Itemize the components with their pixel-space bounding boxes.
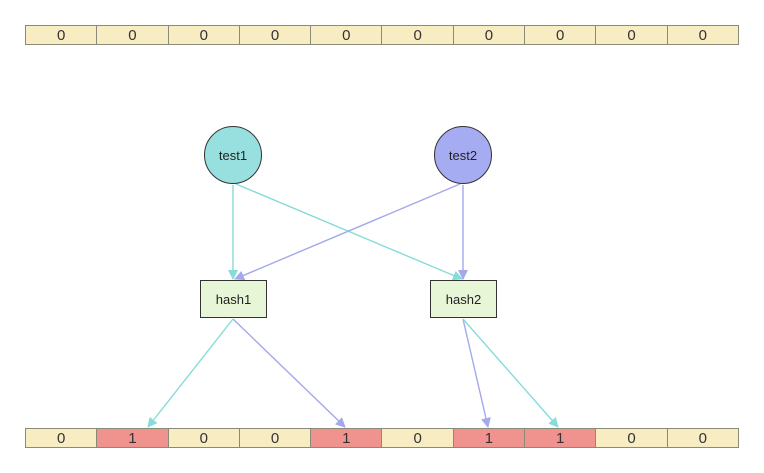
input-node-test2: test2 xyxy=(434,126,492,184)
bit-cell: 1 xyxy=(453,429,526,447)
edge-test2-to-hash1 xyxy=(234,183,461,281)
bit-cell: 0 xyxy=(311,26,383,44)
hash-node-hash2: hash2 xyxy=(430,280,497,318)
bit-cell: 1 xyxy=(97,429,169,447)
bit-cell: 0 xyxy=(596,429,668,447)
bit-cell: 0 xyxy=(596,26,668,44)
bottom-bit-array: 0 1 0 0 1 0 1 1 0 0 xyxy=(25,428,739,448)
hash-node-label: hash1 xyxy=(215,291,252,307)
bit-cell: 0 xyxy=(667,429,738,447)
bit-cell: 0 xyxy=(26,26,98,44)
bit-cell: 0 xyxy=(239,429,312,447)
bit-cell: 0 xyxy=(97,26,169,44)
bit-cell: 1 xyxy=(311,429,383,447)
hash-node-label: hash2 xyxy=(445,291,482,307)
input-node-test1: test1 xyxy=(204,126,262,184)
input-node-label: test2 xyxy=(448,147,478,163)
edge-hash1-to-bit1 xyxy=(147,318,234,428)
bit-cell: 0 xyxy=(525,26,597,44)
bit-cell: 0 xyxy=(239,26,312,44)
bit-cell: 0 xyxy=(168,429,240,447)
edge-hash2-to-bit6 xyxy=(462,318,491,428)
bit-cell: 0 xyxy=(667,26,738,44)
bit-cell: 0 xyxy=(168,26,240,44)
edge-hash2-to-bit7 xyxy=(462,318,559,428)
bit-cell: 0 xyxy=(453,26,526,44)
bit-cell: 0 xyxy=(26,429,98,447)
hash-node-hash1: hash1 xyxy=(200,280,267,318)
input-node-label: test1 xyxy=(218,147,248,163)
bit-cell: 1 xyxy=(525,429,597,447)
bit-cell: 0 xyxy=(382,26,454,44)
edge-hash1-to-bit4 xyxy=(232,318,346,428)
top-bit-array: 0 0 0 0 0 0 0 0 0 0 xyxy=(25,25,739,45)
bit-cell: 0 xyxy=(382,429,454,447)
